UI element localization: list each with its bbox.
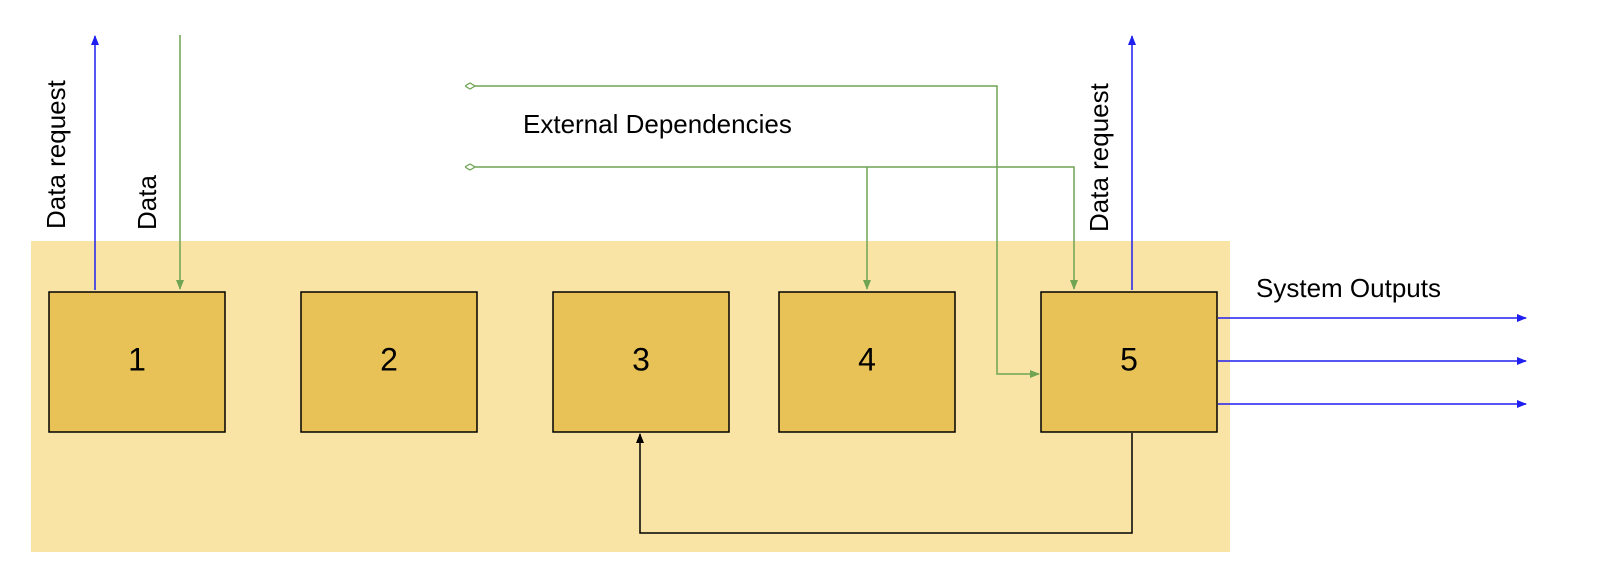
external-dependency-arrow-to-box-5-top [470,167,1074,289]
data-label-left: Data [132,175,162,230]
box-1-label: 1 [128,341,146,377]
data-request-label-left: Data request [41,79,71,229]
box-1: 1 [48,291,226,433]
box-3-label: 3 [632,341,650,377]
box-3: 3 [552,291,730,433]
box-5-label: 5 [1120,341,1138,377]
box-2-label: 2 [380,341,398,377]
box-2: 2 [300,291,478,433]
data-request-label-right: Data request [1084,82,1114,232]
box-4: 4 [778,291,956,433]
box-4-label: 4 [858,341,876,377]
external-dependencies-label: External Dependencies [523,109,792,139]
box-5: 5 [1040,291,1218,433]
feedback-arrow-box-5-to-box-3 [636,433,1133,534]
system-outputs-label: System Outputs [1256,273,1441,303]
